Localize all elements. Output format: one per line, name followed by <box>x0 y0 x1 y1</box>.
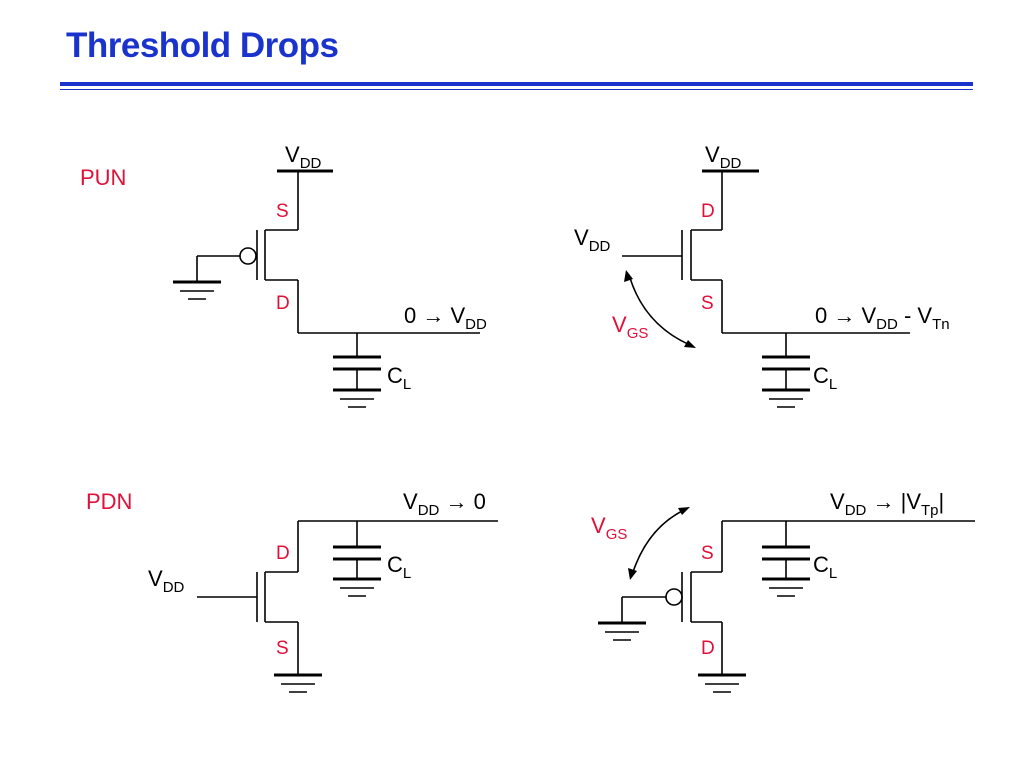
load-capacitor-label: CL <box>387 363 411 393</box>
pun-label: PUN <box>80 165 126 190</box>
drain-pin-label: D <box>701 201 715 222</box>
drain-pin-label: D <box>276 543 290 564</box>
source-pin-label: S <box>701 293 714 314</box>
output-swing-label: VDD → |VTp| <box>830 489 944 519</box>
source-pin-label: S <box>701 543 714 564</box>
vgs-label: VGS <box>612 312 648 342</box>
ground-symbol <box>274 673 322 693</box>
pmos-bubble <box>665 588 683 606</box>
slide-title: Threshold Drops <box>66 26 339 65</box>
vgs-arrow-arc <box>632 509 685 573</box>
output-swing-label: VDD → 0 <box>403 489 486 519</box>
vgs-label: VGS <box>591 513 627 543</box>
pmos-bubble <box>239 247 257 265</box>
ground-symbol <box>762 388 810 408</box>
drain-pin-label: D <box>701 638 715 659</box>
circuit-pun-nmos: VDD VDD D S VGS 0 → VDD - VTn CL <box>574 142 950 408</box>
ground-symbol <box>762 577 810 597</box>
vdd-label: VDD <box>285 142 322 172</box>
gate-vdd-label: VDD <box>148 566 185 596</box>
title-rule-thick <box>60 82 973 86</box>
circuit-pdn-nmos: VDD → 0 VDD D S CL <box>148 489 498 693</box>
ground-symbol <box>598 621 646 641</box>
arrowhead <box>684 340 696 348</box>
arrowhead <box>678 507 690 515</box>
load-capacitor-label: CL <box>387 552 411 582</box>
output-swing-label: 0 → VDD <box>404 303 487 333</box>
output-swing-label: 0 → VDD - VTn <box>815 303 950 333</box>
pdn-label: PDN <box>86 489 132 514</box>
load-capacitor-label: CL <box>813 552 837 582</box>
gate-vdd-label: VDD <box>574 225 611 255</box>
ground-symbol <box>333 388 381 408</box>
drain-pin-label: D <box>276 293 290 314</box>
arrowhead <box>624 270 633 282</box>
arrowhead <box>628 568 637 580</box>
ground-symbol <box>698 673 746 693</box>
circuit-pun-pmos: VDD S D 0 → VDD CL <box>173 142 487 408</box>
source-pin-label: S <box>276 638 289 659</box>
load-capacitor-label: CL <box>813 363 837 393</box>
vgs-arrow-arc <box>629 277 691 346</box>
source-pin-label: S <box>276 201 289 222</box>
title-rule-thin <box>60 89 973 90</box>
ground-symbol <box>173 280 221 300</box>
circuit-pdn-pmos: VDD → |VTp| VGS S D CL <box>591 489 975 693</box>
ground-symbol <box>333 577 381 597</box>
vdd-label: VDD <box>705 142 742 172</box>
